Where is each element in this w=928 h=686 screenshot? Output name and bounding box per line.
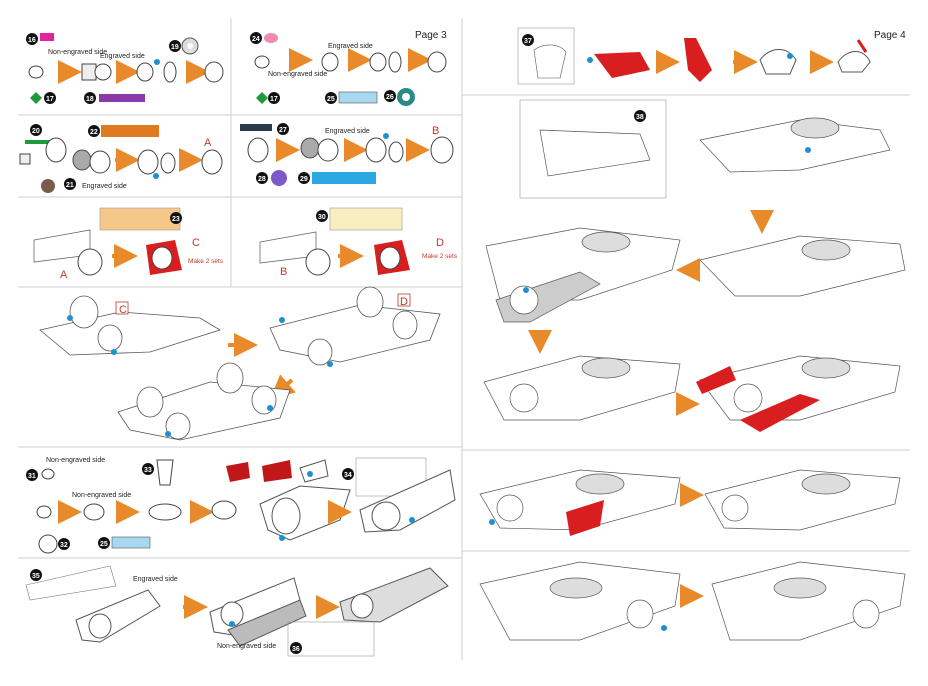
panel-dividers	[18, 18, 910, 660]
svg-text:23: 23	[172, 216, 180, 223]
svg-text:24: 24	[252, 36, 260, 43]
label-engraved-4: Engraved side	[325, 128, 370, 135]
section-letter-b-2: B	[280, 266, 287, 278]
label-make-2-sets-2: Make 2 sets	[422, 253, 458, 260]
panel-chassis-assembly: C D	[39, 286, 441, 441]
svg-text:38: 38	[636, 114, 644, 121]
panel-step-27-29: 27 Engraved side B 28 29	[240, 123, 454, 186]
svg-text:29: 29	[300, 176, 308, 183]
svg-text:32: 32	[60, 542, 68, 549]
svg-text:C: C	[119, 304, 127, 316]
svg-text:25: 25	[327, 96, 335, 103]
label-non-engraved-5: Non-engraved side	[217, 643, 276, 650]
svg-text:22: 22	[90, 129, 98, 136]
svg-text:D: D	[400, 296, 408, 308]
panel-step-35-36: 35 Engraved side Non-engraved side 36	[25, 565, 449, 657]
svg-text:16: 16	[28, 37, 36, 44]
connection-dots	[67, 53, 811, 631]
svg-text:25: 25	[100, 541, 108, 548]
page-4-label: Page 4	[874, 30, 906, 41]
svg-text:36: 36	[292, 646, 300, 653]
label-non-engraved-2: Non-engraved side	[268, 71, 327, 78]
svg-text:20: 20	[32, 128, 40, 135]
label-engraved-5: Engraved side	[133, 576, 178, 583]
label-non-engraved-3: Non-engraved side	[46, 457, 105, 464]
svg-text:19: 19	[171, 44, 179, 51]
label-make-2-sets: Make 2 sets	[188, 258, 224, 265]
panel-final-body	[479, 561, 906, 641]
page-3-label: Page 3	[415, 30, 447, 41]
panel-side-panel	[479, 469, 901, 536]
label-engraved: Engraved side	[100, 53, 145, 60]
section-letter-b: B	[432, 125, 439, 137]
panel-step-23: 23 A C Make 2 sets	[33, 207, 224, 281]
svg-text:21: 21	[66, 182, 74, 189]
panel-step-30: 30 B D Make 2 sets	[259, 207, 458, 278]
label-engraved-3: Engraved side	[82, 183, 127, 190]
label-non-engraved-4: Non-engraved side	[72, 492, 131, 499]
panel-step-38: 38	[483, 99, 906, 432]
svg-text:27: 27	[279, 127, 287, 134]
svg-text:31: 31	[28, 473, 36, 480]
svg-text:17: 17	[46, 96, 54, 103]
panel-step-20-22: 20 21 22 Engraved side A	[19, 124, 223, 193]
panel-step-24-26: 24 Engraved side Non-engraved side 17 25…	[250, 32, 447, 106]
section-letter-a-2: A	[60, 269, 68, 281]
section-letter-a: A	[204, 137, 212, 149]
svg-text:30: 30	[318, 214, 326, 221]
svg-text:34: 34	[344, 472, 352, 479]
svg-text:28: 28	[258, 176, 266, 183]
label-non-engraved: Non-engraved side	[48, 49, 107, 56]
panel-step-37: 37	[517, 27, 871, 85]
svg-text:37: 37	[524, 38, 532, 45]
svg-text:17: 17	[270, 96, 278, 103]
section-letter-c: C	[192, 237, 200, 249]
svg-text:26: 26	[386, 94, 394, 101]
panel-step-31-34: Non-engraved side 31 Non-engraved side 3…	[26, 457, 456, 554]
section-letter-d: D	[436, 237, 444, 249]
panel-step-16-19: 16 Non-engraved side Engraved side 19 17…	[26, 33, 224, 104]
label-engraved-2: Engraved side	[328, 43, 373, 50]
svg-text:33: 33	[144, 467, 152, 474]
svg-text:35: 35	[32, 573, 40, 580]
svg-text:18: 18	[86, 96, 94, 103]
